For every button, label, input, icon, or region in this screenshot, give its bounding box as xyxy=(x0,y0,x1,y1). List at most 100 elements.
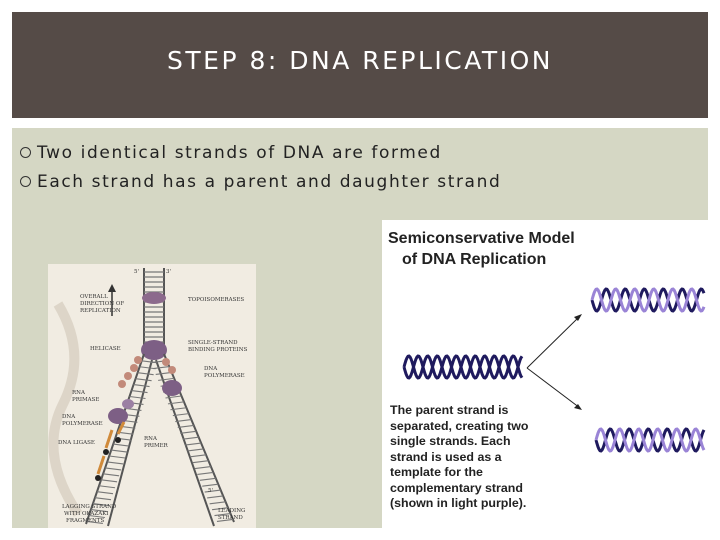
model-title: Semiconservative Model of DNA Replicatio… xyxy=(388,228,575,270)
helix-svg xyxy=(402,287,706,453)
label-five-prime-bottom: 5' xyxy=(208,488,213,494)
circle-bullet-icon xyxy=(20,176,31,187)
replication-fork-svg: 5' 3' OVERALL DIRECTION OF REPLICATION T… xyxy=(48,268,248,527)
base-pair-rung xyxy=(107,461,124,465)
base-pair-rung xyxy=(202,483,219,487)
daughter-helix-bottom xyxy=(594,427,706,453)
base-pair-rung xyxy=(103,473,120,477)
base-pair-rung xyxy=(131,390,148,394)
semiconservative-model-figure: Semiconservative Model of DNA Replicatio… xyxy=(382,220,708,528)
base-pair-rung xyxy=(197,471,214,475)
base-pair-rung xyxy=(105,467,122,471)
dna-polymerase-right-shape xyxy=(162,380,182,396)
base-pair-rung xyxy=(185,442,202,446)
replication-fork-diagram: 5' 3' OVERALL DIRECTION OF REPLICATION T… xyxy=(48,264,256,528)
base-pair-rung xyxy=(211,507,229,511)
base-pair-rung xyxy=(133,384,150,388)
ligase-dots xyxy=(95,437,121,481)
bullet-item: Each strand has a parent and daughter st… xyxy=(20,167,501,196)
label-rna-primer-1: RNA xyxy=(144,436,158,442)
daughter-helix-top xyxy=(590,287,706,313)
base-pair-rung xyxy=(90,509,107,513)
label-dna-ligase: DNA LIGASE xyxy=(58,440,95,446)
base-pair-rung xyxy=(167,401,185,405)
okazaki-fragments xyxy=(96,421,126,475)
label-leading-2: STRAND xyxy=(218,515,243,521)
base-pair-rung xyxy=(111,449,128,453)
base-pair-rung xyxy=(204,489,221,493)
base-pair-rung xyxy=(94,497,112,501)
label-direction-1: OVERALL xyxy=(80,294,108,300)
base-pair-rung xyxy=(129,395,146,400)
label-dna-polymerase-right-2: POLYMERASE xyxy=(204,373,245,379)
arrow-up-icon xyxy=(574,314,582,321)
label-lagging-1: LAGGING STRAND xyxy=(62,504,117,510)
base-pair-rung xyxy=(182,436,199,440)
label-ssb-2: BINDING PROTEINS xyxy=(188,347,248,353)
arrow-down-icon xyxy=(574,404,582,410)
base-pair-rung xyxy=(216,518,234,523)
base-pair-rung xyxy=(175,418,192,423)
leading-arm xyxy=(150,353,235,527)
helix-strand xyxy=(402,354,524,380)
base-pair-rung xyxy=(170,407,187,411)
base-pair-rung xyxy=(194,466,211,470)
base-pair-rung xyxy=(199,477,216,481)
lagging-arm xyxy=(85,353,158,527)
base-pair-rung xyxy=(214,513,231,517)
direction-arrowhead-icon xyxy=(108,284,116,292)
slide-title: STEP 8: DNA REPLICATION xyxy=(167,45,553,75)
base-pair-rung xyxy=(101,479,118,483)
bullet-text: Each strand has a parent and daughter st… xyxy=(37,171,502,192)
base-pair-rung xyxy=(98,485,116,489)
helicase-shape xyxy=(141,340,167,360)
label-five-prime-top: 5' xyxy=(134,269,139,275)
model-title-line2: of DNA Replication xyxy=(402,251,547,268)
background-helix xyxy=(48,301,83,517)
circle-bullet-icon xyxy=(20,147,31,158)
base-pair-rung xyxy=(172,413,189,417)
base-pair-rung xyxy=(139,366,156,370)
label-dna-polymerase-right-1: DNA xyxy=(204,366,218,372)
helix-strand xyxy=(594,427,706,453)
label-dna-polymerase-left-2: POLYMERASE xyxy=(62,421,103,427)
base-pair-rung xyxy=(158,377,175,381)
base-pair-rung xyxy=(113,443,130,447)
label-rna-primase-1: RNA xyxy=(72,390,86,396)
base-pair-rung xyxy=(209,501,226,505)
content-area: Two identical strands of DNA are formed … xyxy=(12,128,708,528)
parent-helix xyxy=(402,354,524,380)
base-pair-rung xyxy=(135,378,152,382)
label-direction-2: DIRECTION OF xyxy=(80,301,124,307)
label-ssb-1: SINGLE-STRAND xyxy=(188,340,238,346)
label-helicase: HELICASE xyxy=(90,346,121,352)
label-leading-1: LEADING xyxy=(218,508,245,514)
label-lagging-3: FRAGMENTS xyxy=(66,518,104,524)
bullet-text: Two identical strands of DNA are formed xyxy=(37,142,442,163)
helix-strand xyxy=(594,427,706,453)
title-bar: STEP 8: DNA REPLICATION xyxy=(12,12,708,118)
base-pair-rung xyxy=(86,520,103,524)
rna-primase-shape xyxy=(122,399,134,409)
base-pair-rung xyxy=(155,371,172,376)
ssb-protein-shapes xyxy=(118,356,176,388)
base-pair-rung xyxy=(207,495,224,499)
model-title-line1: Semiconservative Model xyxy=(388,230,575,247)
dna-polymerase-left-shape xyxy=(108,408,128,424)
label-three-prime-top: 3' xyxy=(166,269,171,275)
base-pair-rung xyxy=(137,372,154,376)
base-pair-rung xyxy=(109,455,126,459)
label-rna-primer-2: PRIMER xyxy=(144,443,169,449)
base-pair-rung xyxy=(88,514,105,519)
base-pair-rung xyxy=(180,430,197,434)
label-direction-3: REPLICATION xyxy=(80,308,121,314)
base-pair-rung xyxy=(165,395,182,399)
bullet-item: Two identical strands of DNA are formed xyxy=(20,138,501,167)
label-topoisomerases: TOPOISOMERASES xyxy=(188,297,244,303)
label-rna-primase-2: PRIMASE xyxy=(72,397,99,403)
base-pair-rung xyxy=(189,454,207,458)
topoisomerase-shape xyxy=(142,292,166,304)
base-pair-rung xyxy=(92,503,110,507)
base-pair-rung xyxy=(153,366,170,370)
model-description: The parent strand is separated, creating… xyxy=(390,403,529,510)
